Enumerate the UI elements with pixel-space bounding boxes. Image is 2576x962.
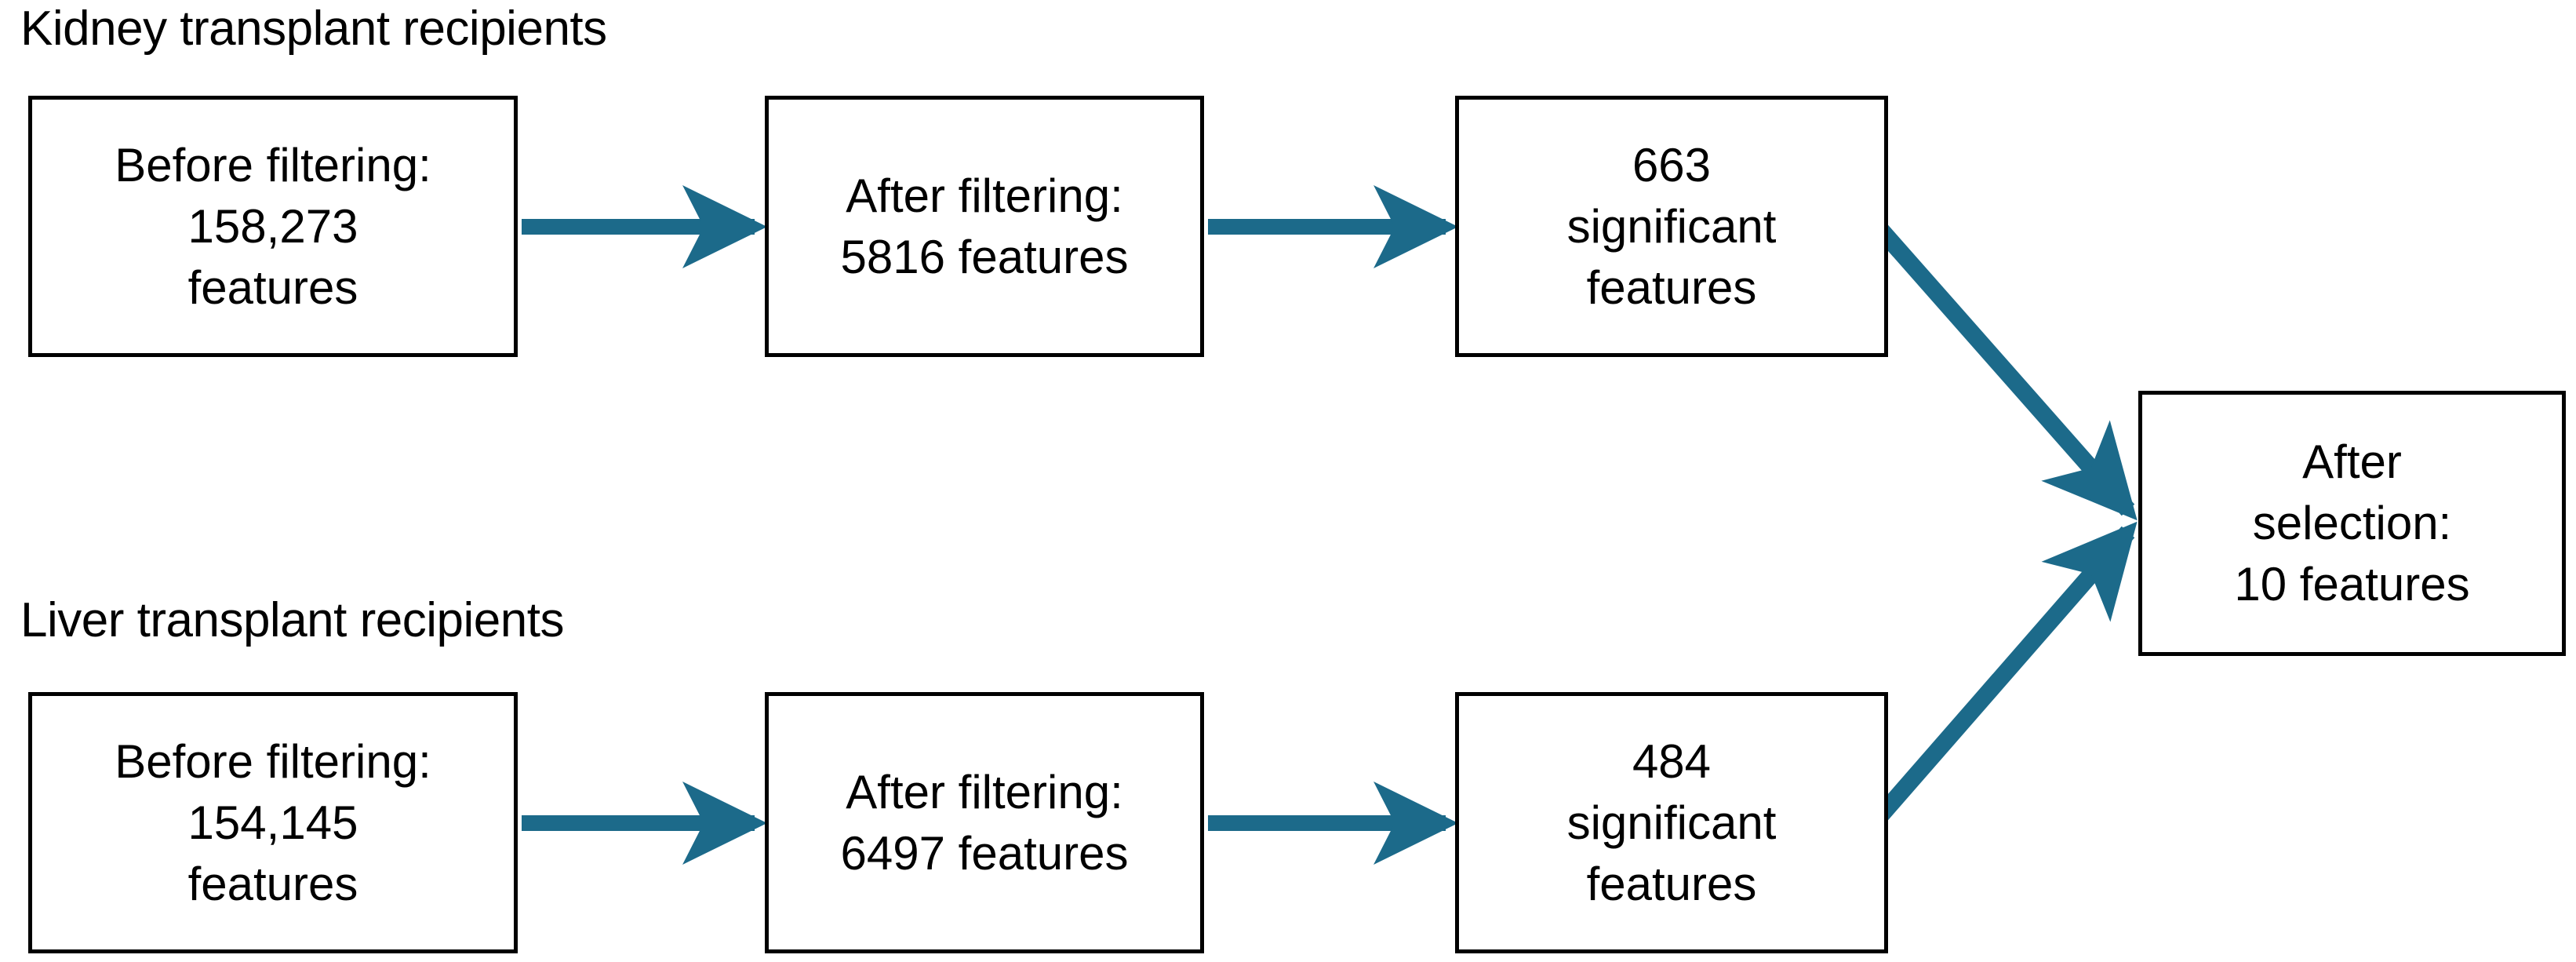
node-liver-significant-features[interactable]: 484 significant features — [1455, 692, 1888, 953]
node-line: features — [187, 857, 358, 910]
node-line: 5816 features — [840, 230, 1129, 283]
node-after-selection[interactable]: After selection: 10 features — [2138, 391, 2566, 656]
arrow-liver-significant-to-final — [1868, 521, 2138, 829]
node-kidney-significant-features[interactable]: 663 significant features — [1455, 96, 1888, 357]
node-kidney-after-filtering[interactable]: After filtering: 5816 features — [765, 96, 1204, 357]
section-title-liver: Liver transplant recipients — [20, 593, 564, 647]
node-line: selection: — [2252, 497, 2452, 549]
node-line: features — [1586, 857, 1757, 910]
node-line: significant — [1566, 796, 1777, 849]
node-line: features — [1586, 261, 1757, 314]
node-line: 6497 features — [840, 826, 1129, 880]
node-line: After filtering: — [846, 765, 1123, 818]
node-kidney-before-filtering[interactable]: Before filtering: 158,273 features — [28, 96, 518, 357]
node-liver-after-filtering[interactable]: After filtering: 6497 features — [765, 692, 1204, 953]
node-line: 663 — [1632, 138, 1712, 191]
node-line: significant — [1566, 199, 1777, 253]
arrow-kidney-significant-to-final — [1868, 217, 2138, 521]
node-line: Before filtering: — [115, 138, 431, 191]
node-line: 484 — [1632, 734, 1712, 788]
node-line: After filtering: — [846, 169, 1123, 222]
node-line: 154,145 — [187, 796, 358, 849]
section-title-kidney: Kidney transplant recipients — [20, 2, 607, 56]
node-line: 10 features — [2234, 558, 2470, 610]
node-line: 158,273 — [187, 199, 358, 253]
node-line: Before filtering: — [115, 734, 431, 788]
node-liver-before-filtering[interactable]: Before filtering: 154,145 features — [28, 692, 518, 953]
node-line: features — [187, 261, 358, 314]
node-line: After — [2302, 435, 2402, 488]
